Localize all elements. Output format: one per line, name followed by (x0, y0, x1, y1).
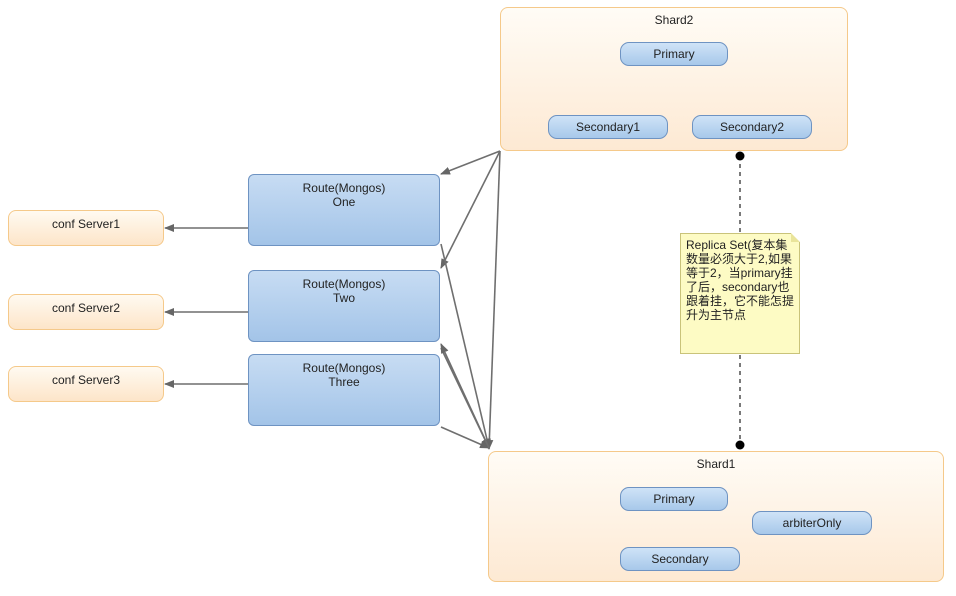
shard2-primary-label: Primary (653, 47, 695, 61)
conf-server1-label: conf Server1 (51, 217, 121, 231)
shard1-primary-node[interactable]: Primary (620, 487, 728, 511)
shard2-secondary2-label: Secondary2 (719, 120, 785, 134)
arrow-route3-to-shard1 (440, 426, 490, 449)
conf-server2-label: conf Server2 (51, 301, 121, 315)
note-anchor-top (735, 151, 745, 161)
shard2-title: Shard2 (654, 13, 694, 27)
note-anchor-bottom (735, 440, 745, 450)
route-one-line1: Route(Mongos) (302, 181, 386, 195)
shard2-secondary1-node[interactable]: Secondary1 (548, 115, 668, 139)
shard1-secondary-label: Secondary (651, 552, 709, 566)
shard2-primary-node[interactable]: Primary (620, 42, 728, 66)
conf-server3-box[interactable]: conf Server3 (8, 366, 164, 402)
arrow-route1-to-shard1 (440, 243, 491, 449)
conf-server1-box[interactable]: conf Server1 (8, 210, 164, 246)
shard1-primary-label: Primary (653, 492, 695, 506)
route-one-box[interactable]: Route(Mongos) One (248, 174, 440, 246)
replica-set-note[interactable]: Replica Set(复本集数量必须大于2,如果等于2，当primary挂了后… (680, 233, 800, 354)
note-fold-corner (791, 233, 800, 242)
conf-server2-box[interactable]: conf Server2 (8, 294, 164, 330)
shard2-secondary1-label: Secondary1 (575, 120, 641, 134)
shard1-title: Shard1 (696, 457, 736, 471)
arrow-shard2-to-route1 (440, 150, 501, 175)
route-two-line2: Two (332, 291, 355, 305)
route-two-box[interactable]: Route(Mongos) Two (248, 270, 440, 342)
shard1-arbiter-label: arbiterOnly (782, 516, 842, 530)
route-three-line1: Route(Mongos) (302, 361, 386, 375)
shard1-secondary-node[interactable]: Secondary (620, 547, 740, 571)
arrow-shard2-to-route2 (440, 150, 501, 269)
shard1-arbiter-node[interactable]: arbiterOnly (752, 511, 872, 535)
conf-server3-label: conf Server3 (51, 373, 121, 387)
route-two-line1: Route(Mongos) (302, 277, 386, 291)
route-one-line2: One (332, 195, 356, 209)
route-three-box[interactable]: Route(Mongos) Three (248, 354, 440, 426)
route-three-line2: Three (328, 375, 360, 389)
arrow-shard1-to-route3 (440, 343, 490, 449)
shard2-secondary2-node[interactable]: Secondary2 (692, 115, 812, 139)
arrow-shard2-to-shard1 (485, 150, 501, 450)
note-text: Replica Set(复本集数量必须大于2,如果等于2，当primary挂了后… (686, 238, 795, 322)
